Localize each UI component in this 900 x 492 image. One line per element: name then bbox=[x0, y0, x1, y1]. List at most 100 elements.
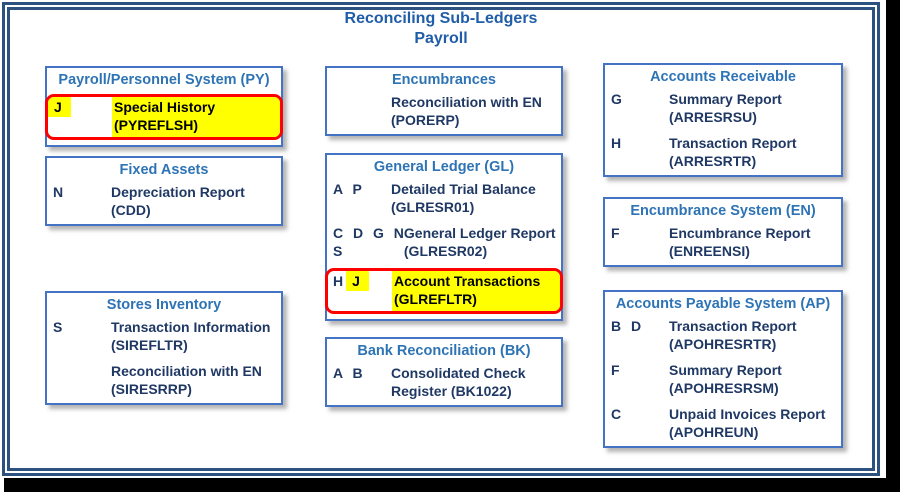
report-code-line2: (GLRESR02) bbox=[403, 243, 488, 259]
report-name-line1: Summary Report bbox=[669, 91, 782, 107]
box-bank-reconciliation-bk: Bank Reconciliation (BK) A B Consolidate… bbox=[325, 337, 563, 407]
report-name: Transaction Report (ARRESRTR) bbox=[669, 134, 841, 170]
box-header: Encumbrance System (EN) bbox=[630, 203, 816, 219]
page-title: Reconciling Sub-Ledgers Payroll bbox=[0, 9, 882, 49]
highlighted-code: J bbox=[346, 271, 369, 291]
report-name-line1: Detailed Trial Balance bbox=[391, 181, 536, 197]
report-codes: B D bbox=[611, 318, 642, 334]
box-header: Stores Inventory bbox=[106, 297, 222, 313]
report-name-line1: Depreciation Report bbox=[111, 184, 245, 200]
report-code-line2: (APOHRESRSM) bbox=[669, 380, 779, 396]
report-row: G Summary Report (ARRESRSU) bbox=[605, 90, 841, 126]
report-name-line1: Special History bbox=[114, 99, 216, 115]
report-codes bbox=[47, 362, 111, 398]
report-name: Consolidated Check Register (BK1022) bbox=[391, 364, 561, 400]
report-name: Special History (PYREFLSH) bbox=[112, 97, 280, 137]
report-row: F Summary Report (APOHRESRSM) bbox=[605, 361, 841, 397]
report-name: Transaction Information (SIREFLTR) bbox=[111, 318, 281, 354]
report-code-line2: (APOHRESRTR) bbox=[669, 336, 777, 352]
report-codes: J bbox=[48, 97, 112, 137]
box-header: Fixed Assets bbox=[119, 162, 209, 178]
report-row: Reconciliation with EN (SIRESRRP) bbox=[47, 362, 281, 398]
report-row: Reconciliation with EN (PORERP) bbox=[327, 93, 561, 129]
report-name-line1: Transaction Information bbox=[111, 319, 271, 335]
report-code-line2: (ENREENSI) bbox=[669, 243, 750, 259]
report-codes: H bbox=[611, 135, 622, 151]
box-encumbrance-system-en: Encumbrance System (EN) F Encumbrance Re… bbox=[603, 197, 843, 267]
report-codes: A P bbox=[333, 181, 362, 197]
box-stores-inventory: Stores Inventory S Transaction Informati… bbox=[45, 291, 283, 405]
report-name-line1: Account Transactions bbox=[394, 273, 541, 289]
report-codes: S bbox=[53, 319, 63, 335]
report-name-line1: Reconciliation with EN bbox=[111, 363, 262, 379]
report-name: Reconciliation with EN (PORERP) bbox=[391, 93, 561, 129]
report-codes-line1: C D G N bbox=[333, 225, 404, 241]
plain-code: H bbox=[333, 273, 344, 289]
report-code-line2: (CDD) bbox=[111, 202, 151, 218]
box-payroll-personnel-system-py: Payroll/Personnel System (PY) J Special … bbox=[45, 66, 283, 147]
report-codes: A B bbox=[333, 365, 363, 381]
box-encumbrances: Encumbrances Reconciliation with EN (POR… bbox=[325, 66, 563, 136]
report-name-line1: Reconciliation with EN bbox=[391, 94, 542, 110]
right-edge-bar bbox=[886, 0, 900, 492]
report-code-line2: (ARRESRSU) bbox=[669, 109, 757, 125]
box-header: Accounts Receivable bbox=[650, 69, 796, 85]
report-row: H Transaction Report (ARRESRTR) bbox=[605, 134, 841, 170]
box-accounts-payable-system-ap: Accounts Payable System (AP) B D Transac… bbox=[603, 290, 843, 448]
report-name-line1: Encumbrance Report bbox=[669, 225, 811, 241]
report-name-line1: Summary Report bbox=[669, 362, 782, 378]
page-title-line1: Reconciling Sub-Ledgers bbox=[344, 10, 538, 27]
report-name: Depreciation Report (CDD) bbox=[111, 183, 281, 219]
report-codes: G bbox=[611, 91, 622, 107]
box-header: Bank Reconciliation (BK) bbox=[357, 343, 531, 359]
report-code-line2: (PYREFLSH) bbox=[114, 117, 198, 133]
report-name: Account Transactions (GLREFLTR) bbox=[392, 271, 560, 311]
report-code-line2: (ARRESRTR) bbox=[669, 153, 757, 169]
report-name: Reconciliation with EN (SIRESRRP) bbox=[111, 362, 281, 398]
report-name: Summary Report (ARRESRSU) bbox=[669, 90, 841, 126]
bottom-edge-bar bbox=[4, 478, 900, 492]
report-codes: F bbox=[611, 362, 620, 378]
report-row: B D Transaction Report (APOHRESRTR) bbox=[605, 317, 841, 353]
report-code-line2: Register (BK1022) bbox=[391, 383, 512, 399]
report-codes: F bbox=[611, 225, 620, 241]
report-row: F Encumbrance Report (ENREENSI) bbox=[605, 224, 841, 260]
report-name: Transaction Report (APOHRESRTR) bbox=[669, 317, 841, 353]
highlight-row-special-history: J Special History (PYREFLSH) bbox=[45, 94, 283, 140]
report-row: N Depreciation Report (CDD) bbox=[47, 183, 281, 219]
report-row: A B Consolidated Check Register (BK1022) bbox=[327, 364, 561, 400]
report-codes bbox=[327, 93, 391, 129]
report-row: C Unpaid Invoices Report (APOHREUN) bbox=[605, 405, 841, 441]
report-codes: C D G N S bbox=[327, 224, 404, 260]
report-code-line2: (PORERP) bbox=[391, 112, 460, 128]
report-row: C D G N S General Ledger Report (GLRESR0… bbox=[327, 224, 561, 260]
report-name: Encumbrance Report (ENREENSI) bbox=[669, 224, 841, 260]
box-header: Payroll/Personnel System (PY) bbox=[58, 72, 270, 88]
report-name: Unpaid Invoices Report (APOHREUN) bbox=[669, 405, 841, 441]
highlighted-code: J bbox=[48, 97, 71, 117]
report-row: A P Detailed Trial Balance (GLRESR01) bbox=[327, 180, 561, 216]
box-header: Encumbrances bbox=[392, 72, 496, 88]
report-code-line2: (GLREFLTR) bbox=[394, 291, 477, 307]
report-name-line1: Transaction Report bbox=[669, 318, 797, 334]
report-codes-line2: S bbox=[333, 243, 343, 259]
box-header: Accounts Payable System (AP) bbox=[615, 296, 831, 312]
page-title-line2: Payroll bbox=[414, 30, 468, 47]
report-name-line1: Transaction Report bbox=[669, 135, 797, 151]
report-code-line2: (SIRESRRP) bbox=[111, 381, 192, 397]
box-accounts-receivable: Accounts Receivable G Summary Report (AR… bbox=[603, 63, 843, 177]
report-name: Detailed Trial Balance (GLRESR01) bbox=[391, 180, 561, 216]
report-code-line2: (GLRESR01) bbox=[391, 199, 475, 215]
report-name: Summary Report (APOHRESRSM) bbox=[669, 361, 841, 397]
report-code-line2: (APOHREUN) bbox=[669, 424, 759, 440]
box-header: General Ledger (GL) bbox=[373, 159, 515, 175]
box-fixed-assets: Fixed Assets N Depreciation Report (CDD) bbox=[45, 156, 283, 226]
box-general-ledger-gl: General Ledger (GL) A P Detailed Trial B… bbox=[325, 153, 563, 321]
report-code-line2: (SIREFLTR) bbox=[111, 337, 188, 353]
report-codes: N bbox=[53, 184, 64, 200]
report-codes: C bbox=[611, 406, 622, 422]
report-name-line1: Consolidated Check bbox=[391, 365, 526, 381]
